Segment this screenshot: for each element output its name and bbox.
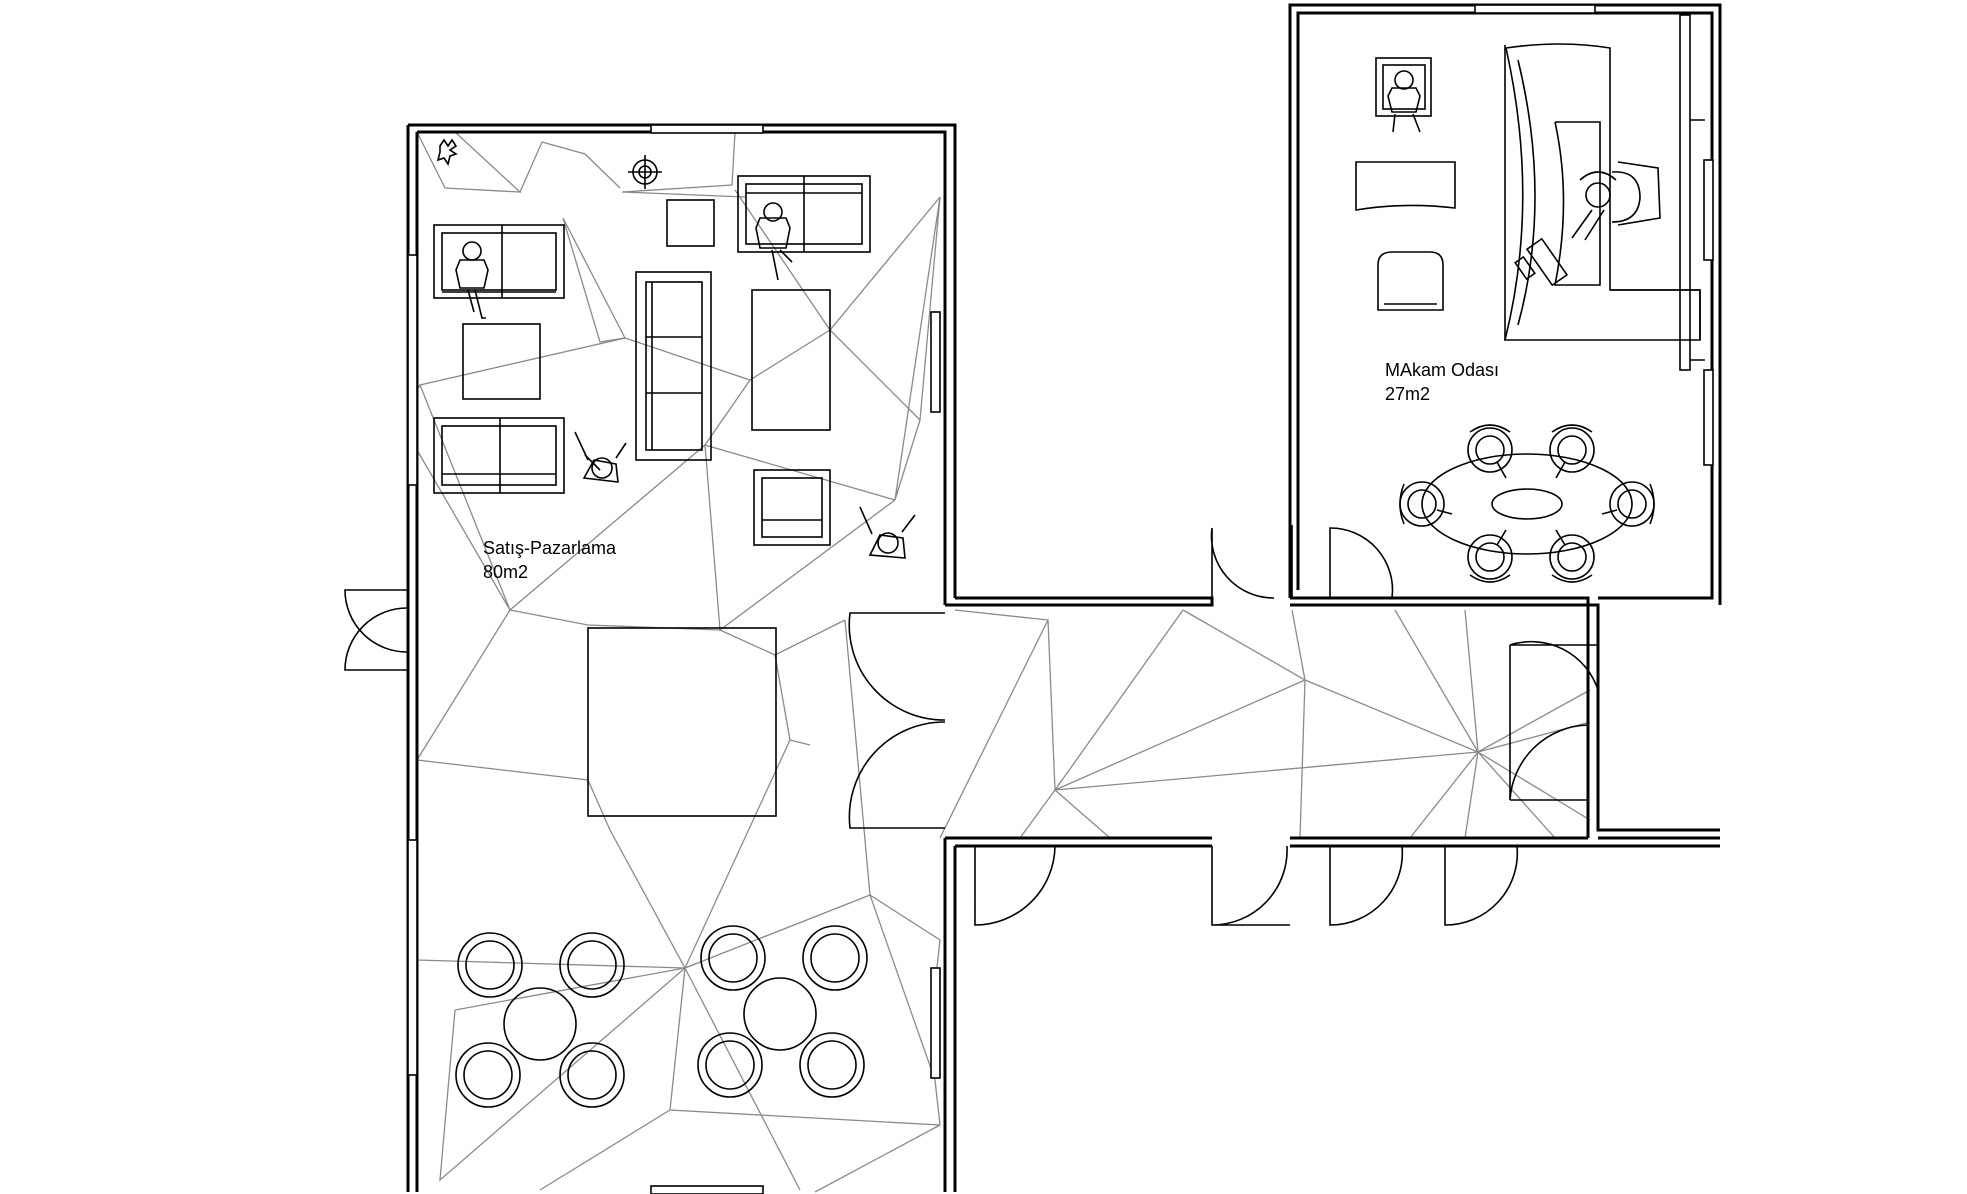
person-figure [1571,161,1661,241]
sofa [433,417,565,494]
plant-icon [436,138,458,166]
sales-furniture: Satış-Pazarlama 80m2 [433,138,916,1108]
floor-pattern [416,131,1591,1193]
walls [406,3,1722,1194]
round-table-set [697,925,868,1098]
armchair [737,175,871,253]
person-figure [455,241,489,319]
meeting-chairs [1399,424,1655,583]
room-label-office: MAkam Odası [1385,360,1499,380]
person-figure [859,506,916,559]
room-area-sales: 80m2 [483,562,528,582]
doors [344,525,1599,926]
room-label-sales: Satış-Pazarlama [483,538,617,558]
armchair [753,469,831,546]
office-furniture: MAkam Odası 27m2 [1355,43,1701,583]
armchair [1375,57,1432,117]
person-figure [574,431,627,483]
keyboard [1514,237,1569,287]
person-figure [755,202,793,281]
executive-desk [1503,43,1701,341]
armchair [1377,251,1444,311]
armchair [433,224,565,299]
room-area-office: 27m2 [1385,384,1430,404]
round-table-set [455,932,625,1108]
person-figure [1387,70,1421,133]
spotlight-icon [628,155,662,189]
sofa [635,271,712,461]
